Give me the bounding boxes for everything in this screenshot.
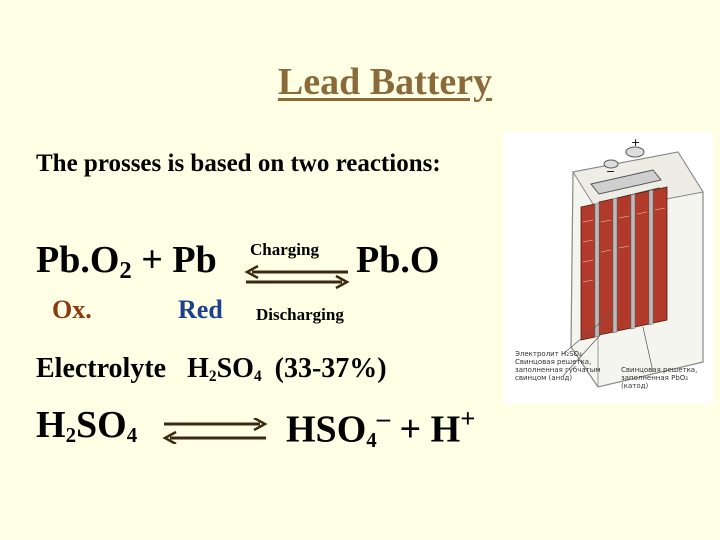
equilibrium-arrow-icon [244,264,350,290]
equilibrium-arrow-icon-2 [162,418,268,444]
svg-text:+: + [631,136,640,149]
reaction2-right-sub4: 4 [366,427,377,452]
caption-line7: (катод) [621,382,649,390]
electrolyte-line: Electrolyte H2SO4 (33-37%) [36,353,387,386]
caption-line3: заполненная губчатым [515,366,601,374]
intro-text: The prosses is based on two reactions: [36,150,441,177]
reaction2-left-so: SO [76,404,127,446]
electrolyte-formula-sub4: 4 [253,367,262,385]
reaction2-right-charge: – [376,403,390,433]
battery-cutaway-icon: + − [562,136,704,388]
reaction2-left-sub2: 2 [65,423,77,448]
reaction2-right: HSO4– + H+ [286,403,475,453]
discharging-label: Discharging [256,305,344,324]
electrolyte-label: Electrolyte [36,353,167,384]
caption-line2: Свинцовая решетка, [515,358,592,366]
svg-text:−: − [606,165,615,178]
reaction1-left-b: + Pb [131,239,217,281]
reaction1-left-a: Pb.O [36,239,120,281]
battery-caption-right: Свинцовая решетка, заполненная PbO₂ (кат… [621,366,697,390]
battery-illustration: + − Элек [503,132,713,404]
electrolyte-formula-h: H [187,353,209,384]
reaction2-plus: + [399,408,422,451]
caption-line1: Электролит H₂SO₄ [515,350,582,358]
reaction1-left: Pb.O2 + Pb [36,238,217,285]
red-label: Red [178,295,223,324]
reaction1-left-a-sub: 2 [119,257,132,285]
reaction2-left: H2SO4 [36,403,137,448]
caption-line4: свинцом (анод) [515,374,573,382]
slide-title: Lead Battery [277,61,493,103]
charging-label: Charging [250,240,319,259]
ox-label: Ox. [52,295,92,324]
reaction1-right: Pb.O [356,239,440,281]
reaction2-right-h-charge: + [460,403,476,433]
battery-caption-left: Электролит H₂SO₄ Свинцовая решетка, запо… [515,350,601,382]
caption-line5: Свинцовая решетка, [621,366,698,374]
electrolyte-formula-sub2: 2 [208,367,217,385]
electrolyte-percent: (33-37%) [274,353,387,384]
electrolyte-formula-so: SO [216,353,254,384]
reaction2-right-h: H [430,408,461,451]
caption-line6: заполненная PbO₂ [621,374,689,382]
reaction2-right-hso: HSO [286,408,367,451]
reaction2-left-sub4: 4 [126,423,138,448]
reaction2-left-h: H [36,404,66,446]
